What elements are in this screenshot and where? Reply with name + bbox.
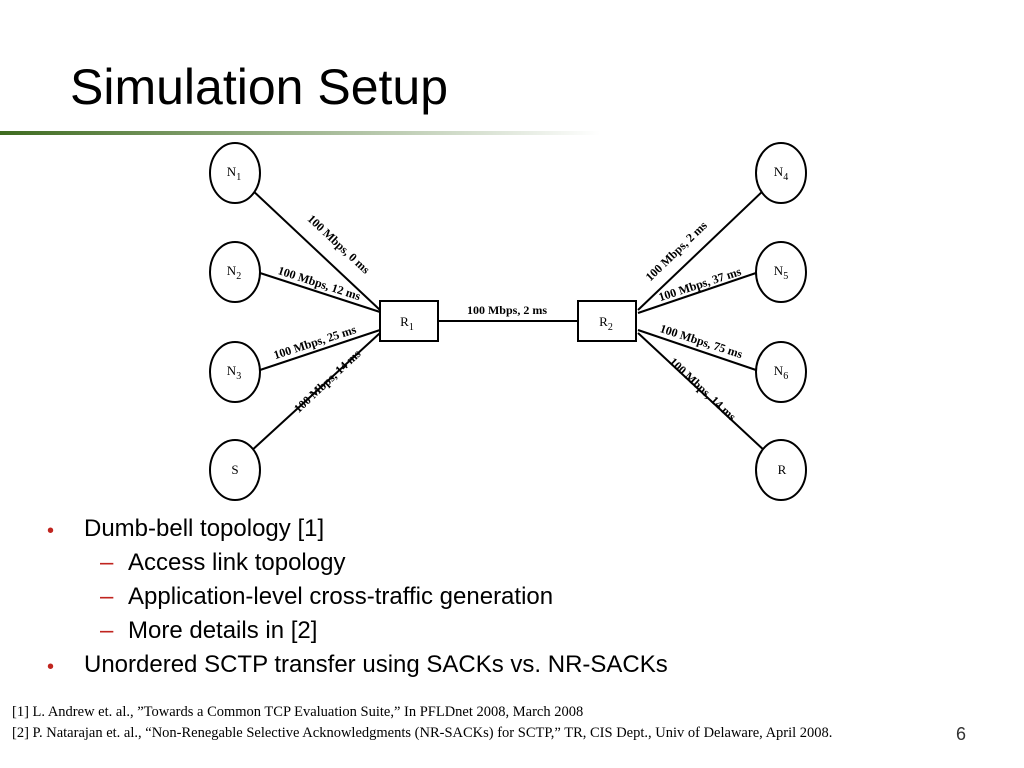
link-r2-n6 <box>637 329 757 371</box>
node-n6-label: N6 <box>774 363 788 382</box>
node-n4-circle <box>755 142 807 204</box>
reference-item: [1] L. Andrew et. al., ”Towards a Common… <box>12 704 584 720</box>
link-label-r2-n5: 100 Mbps, 37 ms <box>657 264 743 304</box>
node-n2-label: N2 <box>227 263 241 282</box>
node-n5-label: N5 <box>774 263 788 282</box>
link-r2-n4 <box>637 187 767 311</box>
node-n3-circle <box>209 341 261 403</box>
node-n1-circle <box>209 142 261 204</box>
router-r2-box <box>577 300 637 342</box>
node-n5-circle <box>755 241 807 303</box>
node-n3-label: N3 <box>227 363 241 382</box>
link-s-r1 <box>249 332 381 453</box>
link-label-r1-r2: 100 Mbps, 2 ms <box>467 303 547 317</box>
references: [1] L. Andrew et. al., ”Towards a Common… <box>12 702 832 744</box>
link-r2-n5 <box>637 272 757 314</box>
link-label-r2-r: 100 Mbps, 14 ms <box>667 355 740 424</box>
router-r1-label: R1 <box>400 314 414 333</box>
node-s-circle <box>209 439 261 501</box>
node-n6-circle <box>755 341 807 403</box>
link-n1-r1 <box>249 187 381 311</box>
link-n2-r1 <box>259 272 381 313</box>
router-r1-box <box>379 300 439 342</box>
node-n4-label: N4 <box>774 164 788 183</box>
slide-number: 6 <box>956 724 967 744</box>
node-r-label: R <box>778 462 787 477</box>
link-n3-r1 <box>259 329 381 371</box>
slide-title: Simulation Setup <box>70 59 449 115</box>
node-n1-label: N1 <box>227 164 241 183</box>
link-label-n1-r1: 100 Mbps, 0 ms <box>305 212 373 277</box>
router-r2-label: R2 <box>599 314 613 333</box>
reference-item: [2] P. Natarajan et. al., “Non-Renegable… <box>12 725 833 741</box>
title-rule <box>0 131 600 135</box>
link-r2-r <box>637 332 767 453</box>
node-n2-circle <box>209 241 261 303</box>
node-s-label: S <box>231 462 238 477</box>
node-r-circle <box>755 439 807 501</box>
